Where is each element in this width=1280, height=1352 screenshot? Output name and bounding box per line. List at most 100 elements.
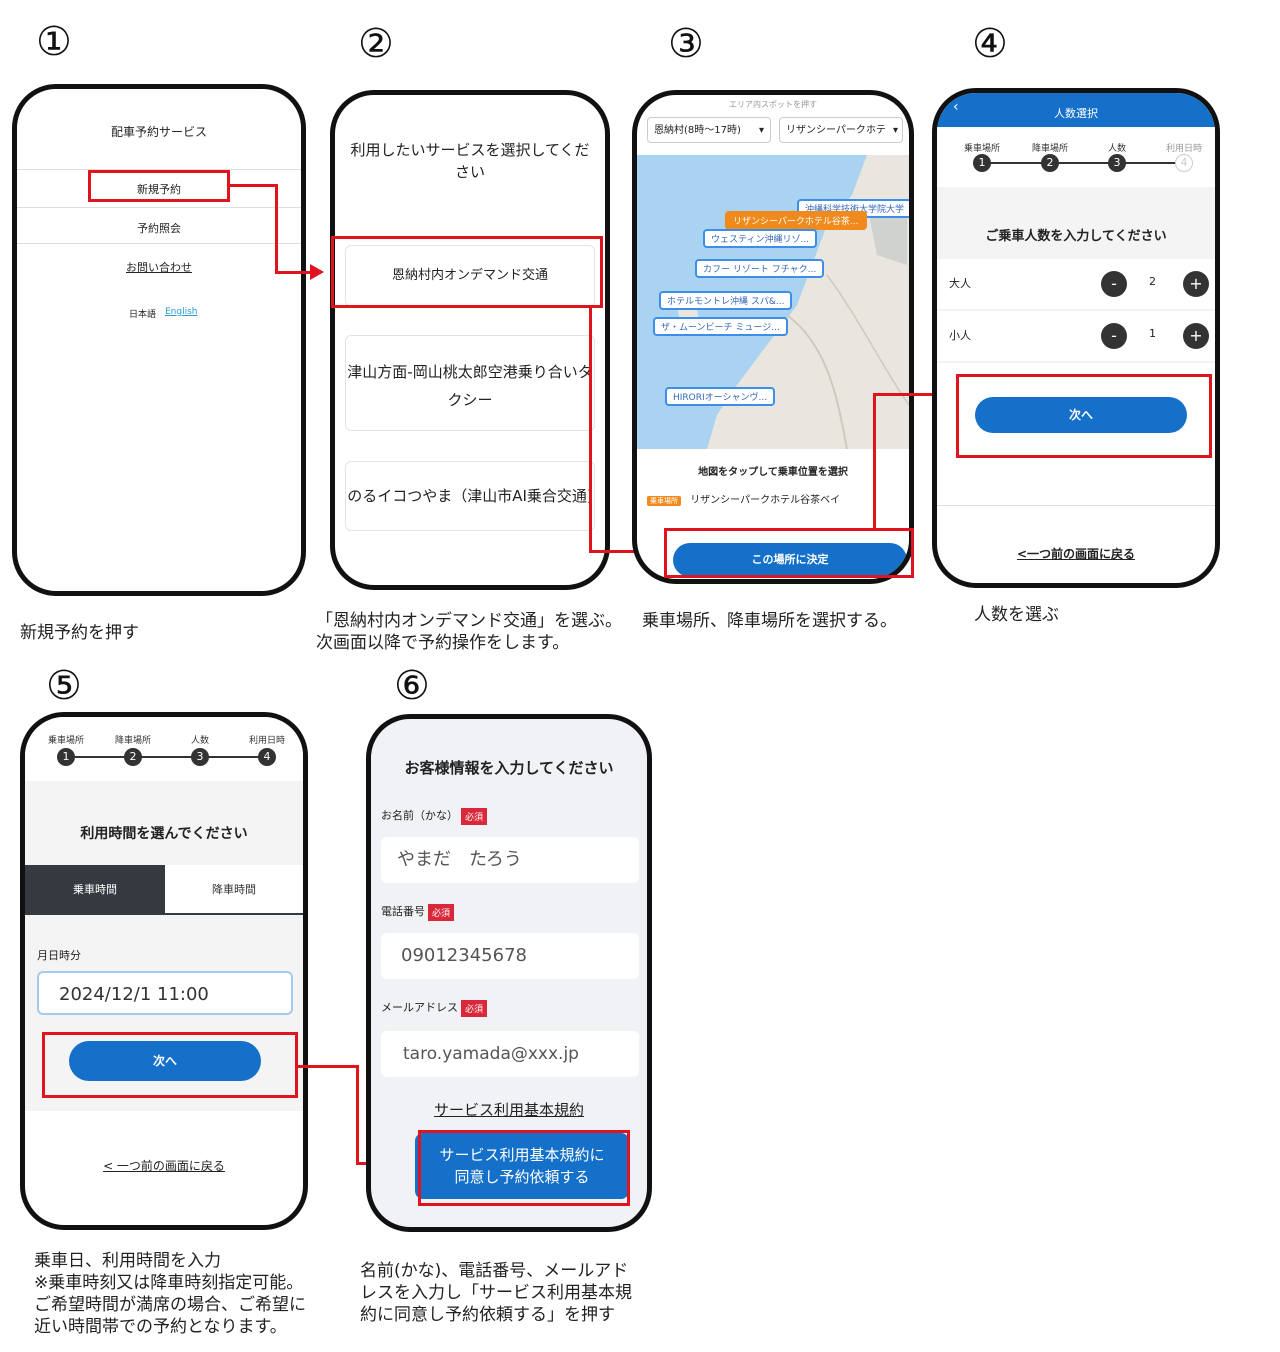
adult-row: 大人 - 2 + xyxy=(937,259,1215,309)
child-plus-button[interactable]: + xyxy=(1183,323,1209,349)
step-dot: 3 xyxy=(1108,154,1126,172)
back-chevron-icon[interactable]: ‹ xyxy=(953,99,959,115)
adult-label: 大人 xyxy=(949,277,971,290)
contact-link[interactable]: お問い合わせ xyxy=(126,261,192,274)
back-link[interactable]: < 一つ前の画面に戻る xyxy=(103,1159,225,1173)
terms-link[interactable]: サービス利用基本規約 xyxy=(433,1101,584,1119)
agree-and-submit-button[interactable]: サービス利用基本規約に 同意し予約依頼する xyxy=(415,1133,629,1199)
name-input[interactable]: やまだ たろう xyxy=(381,837,639,883)
step-label: 利用日時 xyxy=(1165,144,1202,154)
service-title: 配車予約サービス xyxy=(110,125,207,139)
adult-minus-button[interactable]: - xyxy=(1101,271,1127,297)
datetime-input[interactable]: 2024/12/1 11:00 xyxy=(37,971,293,1015)
chevron-down-icon: ▾ xyxy=(892,118,898,142)
selected-location: 乗車場所 リザンシーパークホテル谷茶ベイ xyxy=(647,491,840,506)
step6-caption: 名前(かな)、電話番号、メールアド レスを入力し「サービス利用基本規 約に同意し… xyxy=(360,1261,632,1325)
progress-stepper: 乗車場所 降車場所 人数 利用日時 1 2 3 4 xyxy=(937,127,1215,187)
next-button[interactable]: 次へ xyxy=(975,397,1187,433)
connector xyxy=(589,550,649,553)
step-dot: 4 xyxy=(258,748,276,766)
step-dot: 4 xyxy=(1175,154,1193,172)
step-dot: 2 xyxy=(1041,154,1059,172)
lang-japanese[interactable]: 日本語 xyxy=(129,310,157,320)
phone-screen-2: 利用したいサービスを選択してください 恩納村内オンデマンド交通 津山方面-岡山桃… xyxy=(330,90,610,590)
child-label: 小人 xyxy=(949,329,971,342)
step-label: 降車場所 xyxy=(114,736,151,746)
connector xyxy=(873,393,949,396)
pickup-tag: 乗車場所 xyxy=(647,496,681,506)
spot-hint: エリア内スポットを押す xyxy=(729,100,817,109)
header-bar: ‹ 人数選択 xyxy=(937,93,1215,127)
passenger-heading: ご乗車人数を入力してください xyxy=(985,229,1167,244)
step-label: 乗車場所 xyxy=(963,144,1000,154)
customer-info-heading: お客様情報を入力してください xyxy=(404,759,614,777)
child-count: 1 xyxy=(1149,327,1156,340)
step3-caption: 乗車場所、降車場所を選択する。 xyxy=(642,611,897,631)
step-dot: 1 xyxy=(57,748,75,766)
connector xyxy=(873,393,876,529)
new-reservation-link[interactable]: 新規予約 xyxy=(137,183,181,196)
phone-input[interactable]: 09012345678 xyxy=(381,933,639,979)
datetime-label: 月日時分 xyxy=(37,949,81,962)
spot-dropdown[interactable]: リザンシーパークホテ ▾ xyxy=(779,117,903,143)
step-label: 降車場所 xyxy=(1031,144,1068,154)
map-pin[interactable]: HIRORIオーシャンヴ... xyxy=(665,387,776,406)
map[interactable]: 沖縄科学技術大学院大学 リザンシーパークホテル谷茶... ウェスティン沖縄リゾ.… xyxy=(637,155,909,449)
phone-label-row: 電話番号必須 xyxy=(381,903,455,921)
tab-dropoff-time[interactable]: 降車時間 xyxy=(165,865,303,915)
step1-number: ① xyxy=(36,19,72,65)
progress-stepper: 乗車場所 降車場所 人数 利用日時 1 2 3 4 xyxy=(25,717,303,781)
required-badge: 必須 xyxy=(428,903,455,921)
name-label: お名前（かな） xyxy=(381,809,458,822)
step-label: 利用日時 xyxy=(248,736,285,746)
step1-caption: 新規予約を押す xyxy=(20,623,139,643)
connector xyxy=(230,184,278,187)
email-label: メールアドレス xyxy=(381,1001,458,1014)
service-select-heading: 利用したいサービスを選択してください xyxy=(350,141,590,181)
form-area: ご乗車人数を入力してください 大人 - 2 + 小人 - 1 + xyxy=(937,187,1215,363)
step2-caption: 「恩納村内オンデマンド交通」を選ぶ。 次画面以降で予約操作をします。 xyxy=(316,611,622,653)
map-pin[interactable]: ウェスティン沖縄リゾ... xyxy=(703,229,818,248)
connector-arrow xyxy=(310,264,324,280)
adult-count: 2 xyxy=(1149,275,1156,288)
phone-screen-1: 配車予約サービス 新規予約 予約照会 お問い合わせ 日本語 English xyxy=(12,84,306,596)
step5-number: ⑤ xyxy=(46,663,82,709)
step-dot: 2 xyxy=(124,748,142,766)
map-pin[interactable]: ホテルモントレ沖縄 スパ&... xyxy=(659,291,793,310)
map-pin-selected[interactable]: リザンシーパークホテル谷茶... xyxy=(725,211,867,230)
step3-number: ③ xyxy=(668,21,704,67)
back-link[interactable]: <一つ前の画面に戻る xyxy=(1016,547,1136,561)
phone-label: 電話番号 xyxy=(381,905,425,918)
phone-screen-3: エリア内スポットを押す 恩納村(8時～17時) ▾ リザンシーパークホテ ▾ 沖… xyxy=(632,90,914,584)
child-row: 小人 - 1 + xyxy=(937,311,1215,361)
phone-screen-5: 乗車場所 降車場所 人数 利用日時 1 2 3 4 利用時間を選んでください 乗… xyxy=(20,712,308,1230)
time-dropdown[interactable]: 恩納村(8時～17時) ▾ xyxy=(647,117,771,143)
map-instruction: 地図をタップして乗車位置を選択 xyxy=(698,467,848,478)
header-title: 人数選択 xyxy=(1054,107,1098,120)
service-option-noruiko[interactable]: のるイコつやま（津山市AI乗合交通) xyxy=(345,461,595,531)
service-option-onna[interactable]: 恩納村内オンデマンド交通 xyxy=(345,245,595,307)
connector xyxy=(275,184,278,274)
map-pin[interactable]: ザ・ムーンビーチ ミュージ... xyxy=(653,317,788,336)
adult-plus-button[interactable]: + xyxy=(1183,271,1209,297)
step4-caption: 人数を選ぶ xyxy=(974,605,1059,625)
step-dot: 1 xyxy=(973,154,991,172)
step5-caption: 乗車日、利用時間を入力 ※乗車時刻又は降車時刻指定可能。 ご希望時間が満席の場合… xyxy=(34,1251,306,1337)
email-input[interactable]: taro.yamada@xxx.jp xyxy=(381,1031,639,1077)
selected-place-name: リザンシーパークホテル谷茶ベイ xyxy=(690,495,841,506)
step-label: 人数 xyxy=(190,736,209,746)
spot-dropdown-value: リザンシーパークホテ xyxy=(786,125,886,136)
map-pin[interactable]: カフー リゾート フチャク... xyxy=(695,259,825,278)
connector xyxy=(356,1065,359,1165)
child-minus-button[interactable]: - xyxy=(1101,323,1127,349)
reservation-lookup-link[interactable]: 予約照会 xyxy=(137,222,181,235)
lang-english[interactable]: English xyxy=(165,307,198,317)
step-label: 人数 xyxy=(1107,144,1126,154)
service-option-tsuyama-airport[interactable]: 津山方面-岡山桃太郎空港乗り合いタクシー xyxy=(345,335,595,431)
tab-pickup-time[interactable]: 乗車時間 xyxy=(25,865,165,915)
chevron-down-icon: ▾ xyxy=(758,125,764,136)
time-heading: 利用時間を選んでください xyxy=(80,826,248,842)
phone-screen-6: お客様情報を入力してください お名前（かな）必須 やまだ たろう 電話番号必須 … xyxy=(366,714,652,1232)
next-button[interactable]: 次へ xyxy=(69,1041,261,1081)
confirm-location-button[interactable]: この場所に決定 xyxy=(673,543,907,577)
